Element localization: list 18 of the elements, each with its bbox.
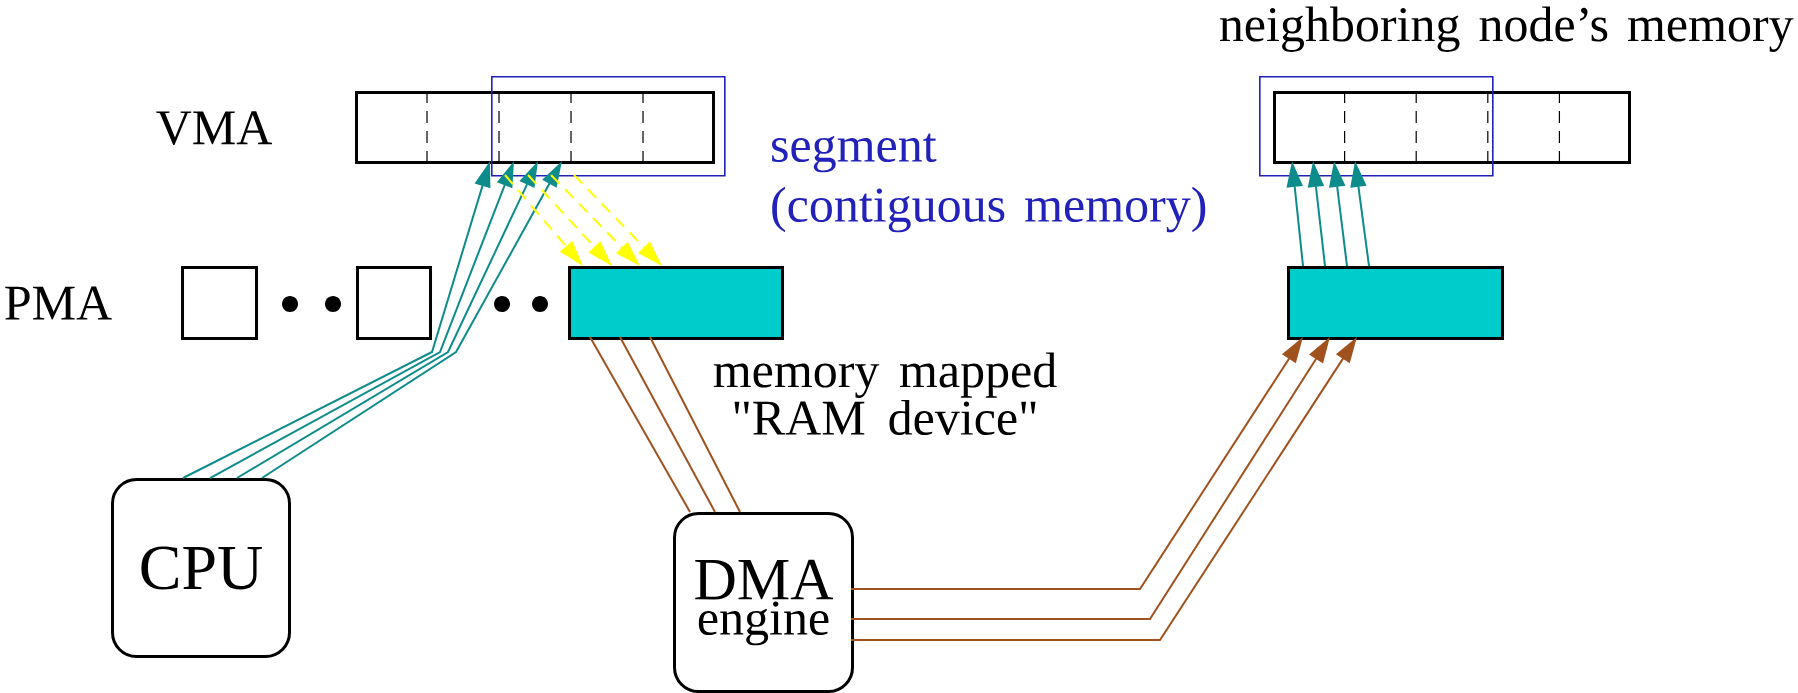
connector-line <box>649 336 741 513</box>
page-box <box>356 266 432 340</box>
connector-line <box>589 336 691 513</box>
memory-bar <box>355 91 715 164</box>
mapped-segment-box <box>1287 266 1504 340</box>
segment-outline <box>491 76 726 177</box>
mapped-segment-box <box>568 266 784 340</box>
connector-line <box>619 336 716 513</box>
memory-bar <box>1273 91 1631 164</box>
engine-box: DMA engine <box>673 512 854 693</box>
caption-text: neighboring node’s memory <box>1220 6 1794 52</box>
segment-label: segment (contiguous memory) <box>772 133 1206 233</box>
page-box <box>181 266 258 340</box>
segment-outline <box>1259 76 1494 177</box>
row-label: VMA <box>156 111 272 145</box>
processor-box: CPU <box>111 478 291 658</box>
annotation: memory mapped "RAM device" <box>713 352 1057 436</box>
row-label: PMA <box>5 286 112 320</box>
